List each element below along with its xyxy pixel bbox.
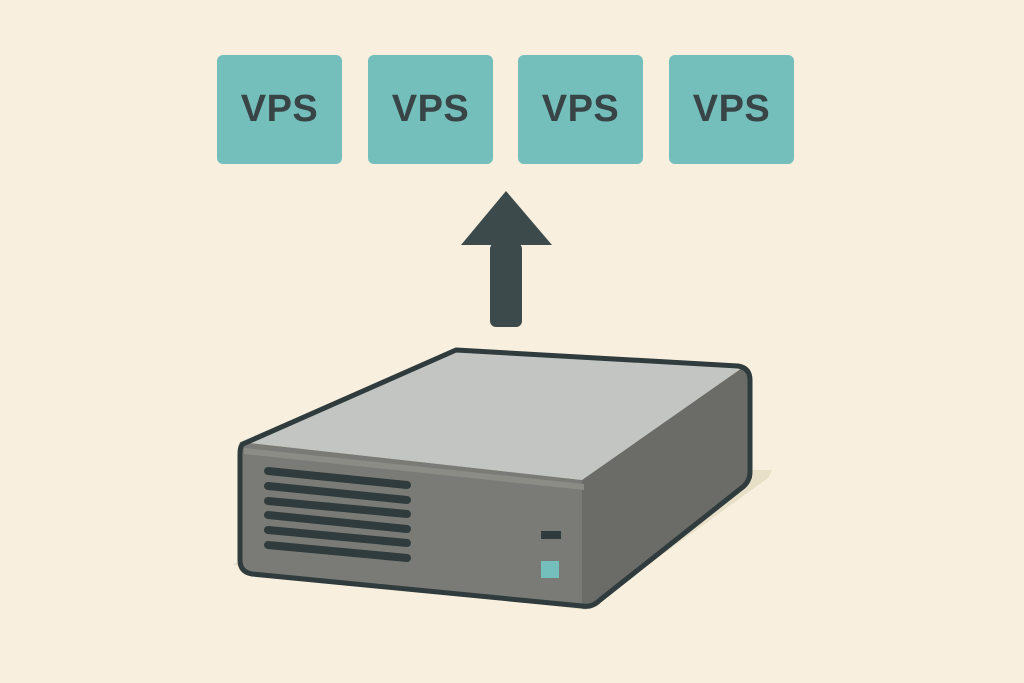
vps-box-1: VPS xyxy=(217,55,342,164)
vps-box-4: VPS xyxy=(669,55,794,164)
power-indicator xyxy=(541,561,559,578)
vps-label: VPS xyxy=(692,88,771,130)
arrow-up-icon xyxy=(461,191,552,327)
vps-label: VPS xyxy=(541,88,620,130)
server-icon xyxy=(232,347,772,610)
vent-slots xyxy=(264,467,411,562)
vps-label: VPS xyxy=(240,88,319,130)
vps-box-3: VPS xyxy=(518,55,643,164)
vps-box-2: VPS xyxy=(368,55,493,164)
vps-row: VPS VPS VPS VPS xyxy=(0,0,1024,170)
drive-slot xyxy=(541,531,561,539)
vps-label: VPS xyxy=(391,88,470,130)
